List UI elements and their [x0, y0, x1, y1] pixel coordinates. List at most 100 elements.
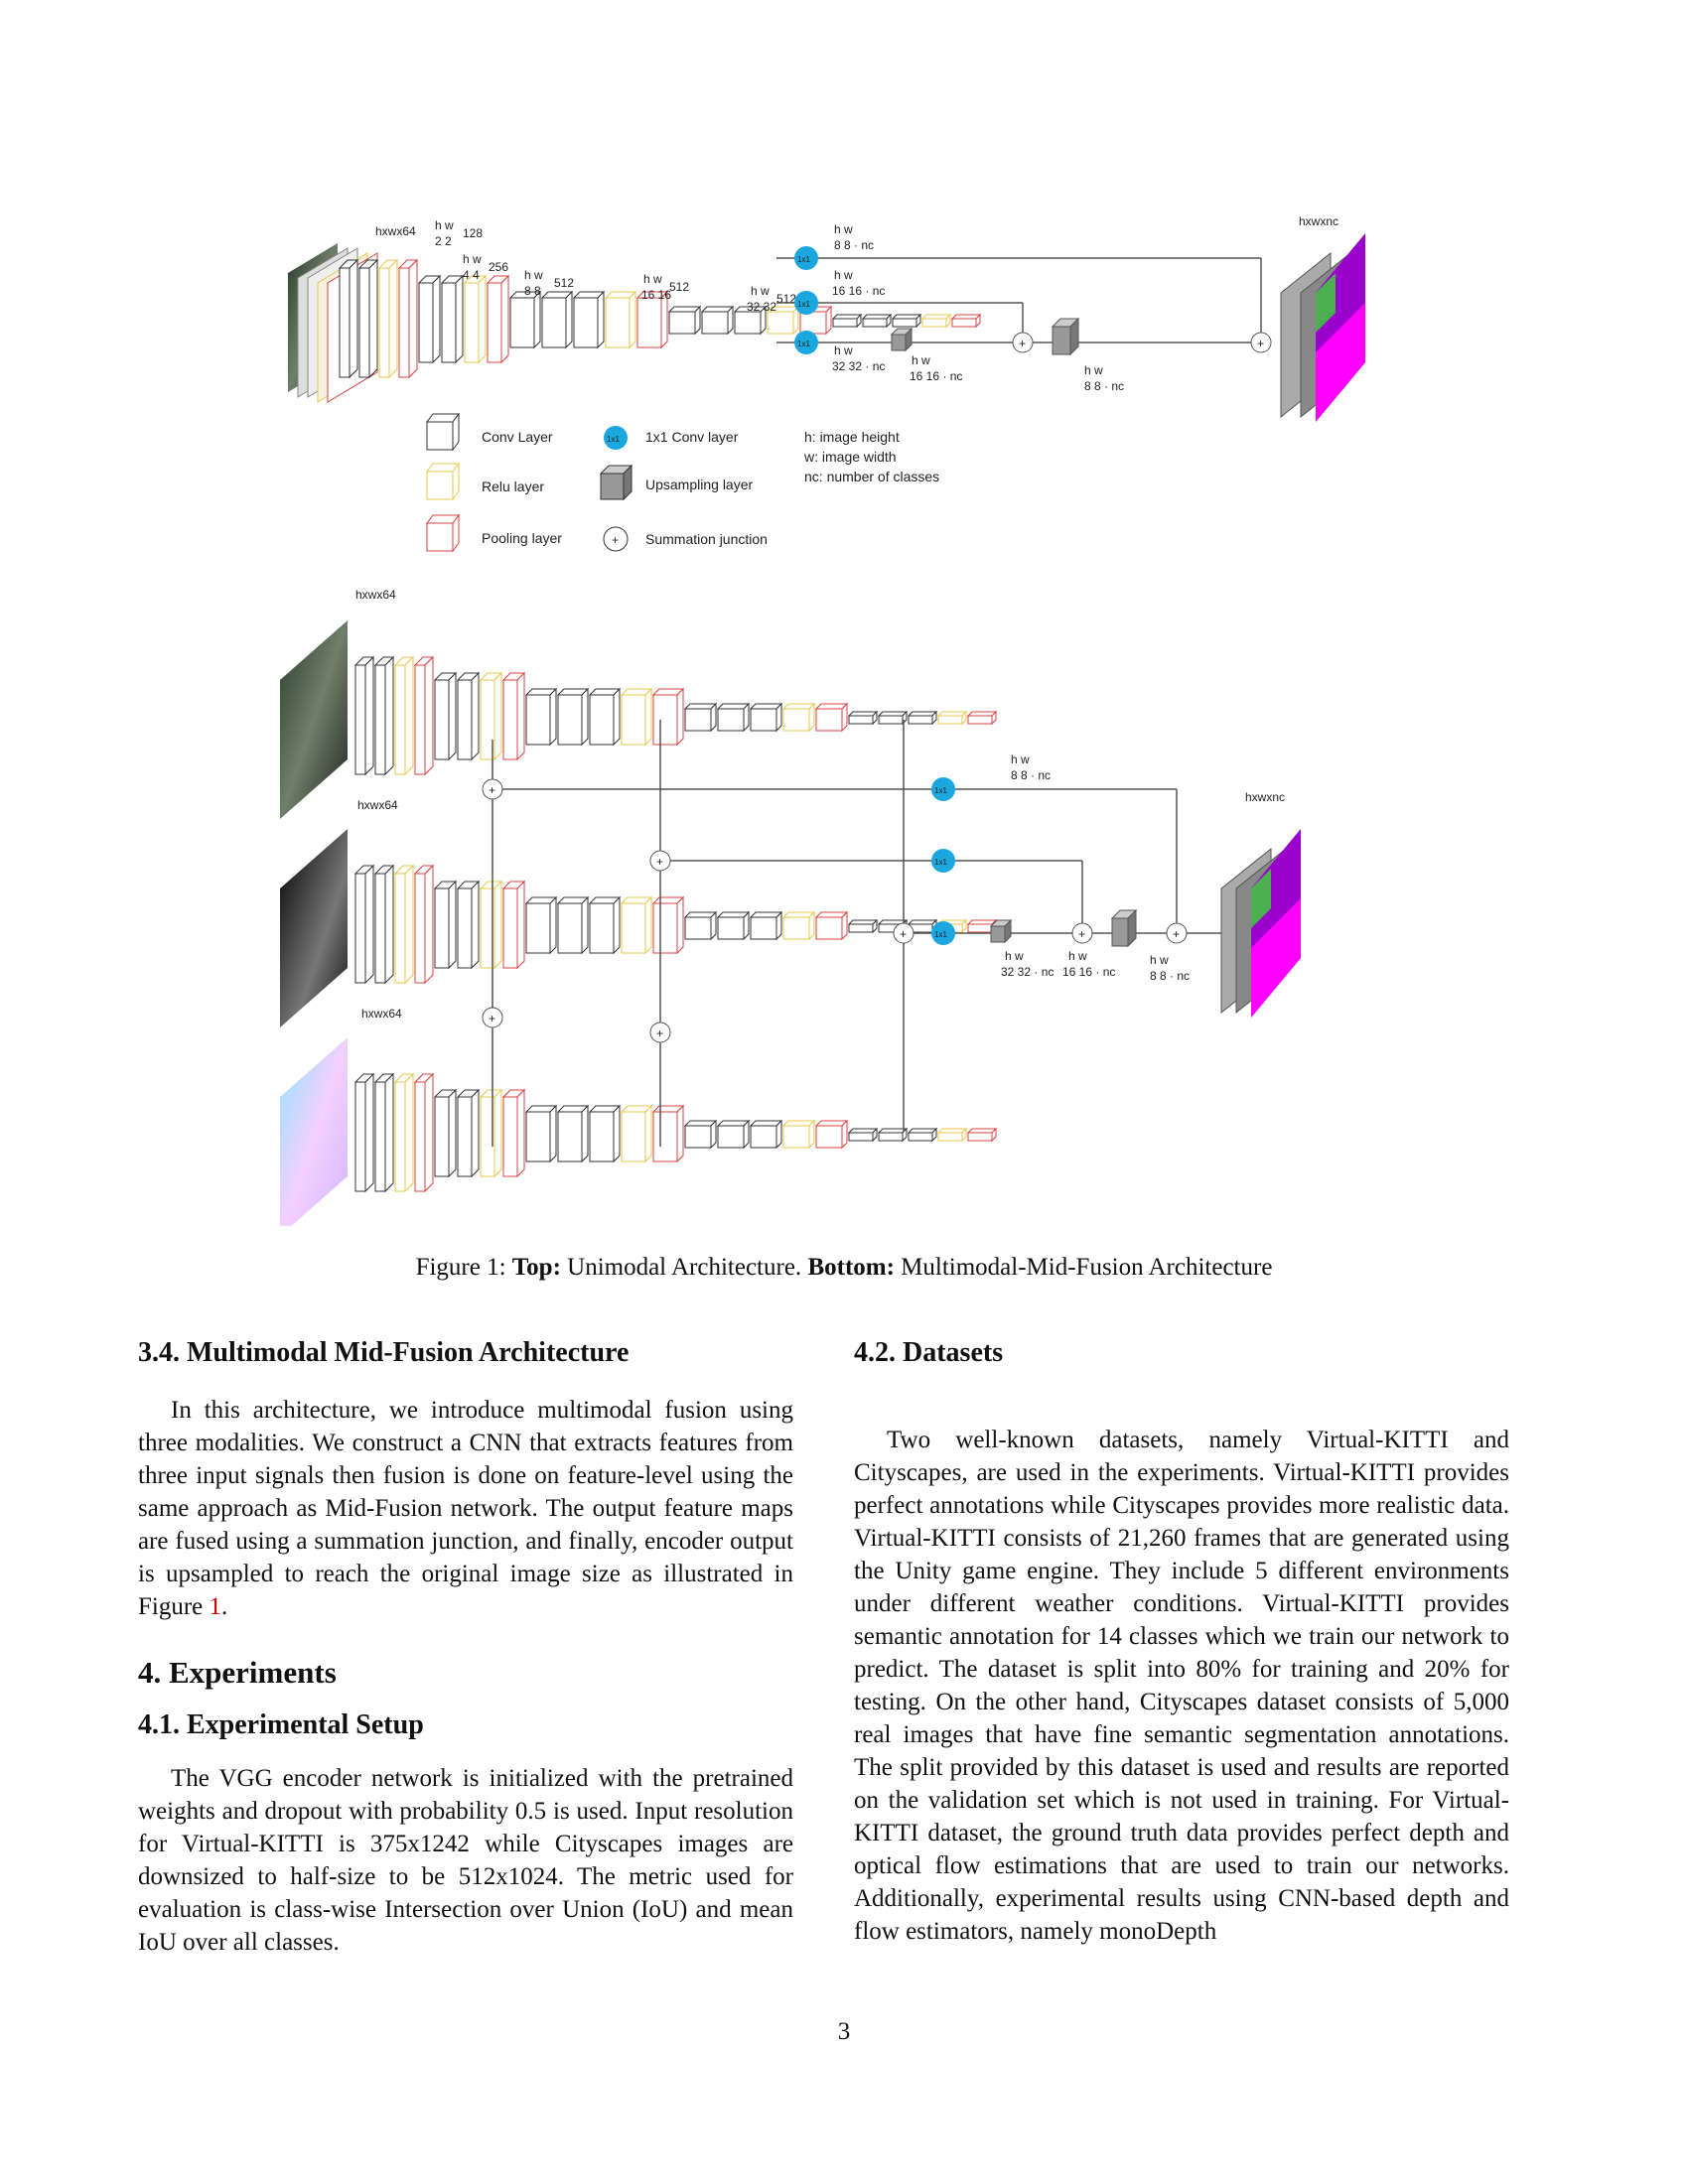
conv1x1-label: 1x1: [797, 300, 810, 309]
rgb-input-image: [280, 620, 348, 819]
relu-layer-block: [781, 910, 816, 941]
pooling-layer-block: [651, 1104, 685, 1163]
legend-h-def: h: image height: [804, 429, 900, 445]
fraction-label: h w: [751, 284, 770, 298]
flow-input-image: [280, 1037, 348, 1226]
relu-layer-block: [479, 880, 503, 970]
conv-layer-block: [556, 687, 590, 747]
conv-layer-block: [667, 305, 702, 336]
figure-ref-link[interactable]: 1: [209, 1593, 222, 1620]
plus-label: +: [612, 533, 619, 547]
conv-layer-block: [700, 305, 735, 336]
fraction-label: h w: [1011, 752, 1030, 766]
conv-layer-block: [749, 1119, 783, 1150]
plus-label: +: [1019, 337, 1026, 350]
pooling-layer-block: [501, 1088, 526, 1178]
conv-layer-block: [556, 1104, 590, 1163]
fraction-label: 2 2: [435, 234, 452, 248]
conv-layer-block: [456, 1088, 481, 1178]
conv-layer-block: [847, 918, 879, 934]
input-dim-label: hxwx64: [375, 224, 416, 238]
conv-layer-block: [683, 1119, 718, 1150]
conv-layer-block: [683, 702, 718, 733]
plus-label: +: [1078, 927, 1085, 941]
upsample-block: [890, 327, 914, 352]
fraction-label: h w: [1005, 949, 1024, 963]
relu-layer-block: [936, 710, 968, 726]
mid-fusion-architecture: hxwx64 hxwx64 hxwx64 + + + + +: [280, 588, 1301, 1226]
relu-layer-block: [620, 687, 653, 747]
summation-junction: [893, 922, 914, 944]
fraction-label: h w: [1150, 953, 1169, 967]
conv-layer-block: [861, 313, 893, 329]
paragraph-3-4: In this architecture, we introduce multi…: [138, 1394, 793, 1623]
conv-layer-block: [353, 655, 375, 776]
relu-layer-block: [479, 671, 503, 761]
caption-top-text: Unimodal Architecture.: [560, 1254, 808, 1281]
paragraph-3-4-text: In this architecture, we introduce multi…: [138, 1397, 793, 1620]
relu-layer-block: [463, 274, 488, 364]
conv1x1-legend-icon: [604, 426, 628, 450]
depth-input-image: [280, 829, 348, 1027]
fraction-label: h w: [834, 343, 853, 357]
conv1x1-label: 1x1: [934, 930, 947, 939]
pooling-layer-block: [413, 1072, 435, 1193]
conv-layer-block: [749, 910, 783, 941]
conv-layer-block: [733, 305, 768, 336]
architecture-figure: hxwx64 h w 2 2 128 h w 4 4 256 h w 8 8 5…: [268, 204, 1380, 1226]
fraction-label: 16 16 · nc: [832, 284, 885, 298]
conv-layer-block: [877, 1127, 909, 1143]
fraction-label: h w: [834, 222, 853, 236]
conv-layer-block: [373, 1072, 395, 1193]
summation-junction: [649, 850, 671, 872]
output-dim-label: hxwxnc: [1299, 214, 1338, 228]
upsampling-legend-icon: [599, 464, 633, 501]
legend-w-def: w: image width: [803, 449, 897, 465]
section-heading-4: 4. Experiments: [138, 1655, 337, 1690]
left-column: 3.4. Multimodal Mid-Fusion Architecture …: [138, 1336, 793, 1959]
relu-layer-block: [393, 1072, 415, 1193]
relu-layer-block: [936, 1127, 968, 1143]
fraction-label: h w: [834, 268, 853, 282]
conv-layer-block: [907, 710, 938, 726]
fraction-label: 4 4: [463, 268, 480, 282]
summation-junction: [1250, 332, 1272, 353]
input-dim-label: hxwx64: [361, 1007, 402, 1021]
conv-layer-block: [524, 895, 558, 955]
fraction-label: 8 8 · nc: [1011, 768, 1051, 782]
pooling-layer-block: [814, 702, 849, 733]
caption-prefix: Figure 1:: [415, 1254, 512, 1281]
figure-caption: Figure 1: Top: Unimodal Architecture. Bo…: [0, 1253, 1688, 1283]
fraction-label: 32 32 · nc: [1001, 965, 1054, 979]
pooling-layer-block: [501, 880, 526, 970]
output-dim-label: hxwxnc: [1245, 790, 1285, 804]
conv-layer-block: [588, 895, 622, 955]
pooling-layer-block: [814, 910, 849, 941]
conv-layer-block: [353, 864, 375, 985]
relu-layer-block: [920, 313, 952, 329]
conv-layer-block: [831, 313, 863, 329]
conv-layer-block: [353, 1072, 375, 1193]
relu-layer-block: [377, 258, 399, 379]
conv-layer-block: [683, 910, 718, 941]
conv-layer-block: [588, 1104, 622, 1163]
conv-layer-block: [540, 290, 574, 349]
fraction-label: 8 8: [524, 284, 541, 298]
summation-legend-icon: [603, 526, 629, 552]
conv-layer-block: [433, 1088, 458, 1178]
relu-layer-block: [766, 305, 800, 336]
conv-layer-block: [508, 290, 542, 349]
pooling-layer-block: [635, 290, 669, 349]
conv1x1-node: [931, 777, 955, 801]
conv-layer-block: [357, 258, 379, 379]
plus-label: +: [656, 1026, 663, 1040]
conv-layer-block: [572, 290, 606, 349]
conv1x1-node: [794, 331, 818, 354]
pooling-layer-block: [651, 895, 685, 955]
pooling-layer-block: [966, 710, 998, 726]
channel-label: 512: [669, 280, 689, 294]
conv-layer-block: [440, 274, 465, 364]
right-column: 4.2. Datasets Two well-known datasets, n…: [854, 1336, 1509, 1948]
conv-layer-block: [588, 687, 622, 747]
summation-junction: [649, 1022, 671, 1043]
